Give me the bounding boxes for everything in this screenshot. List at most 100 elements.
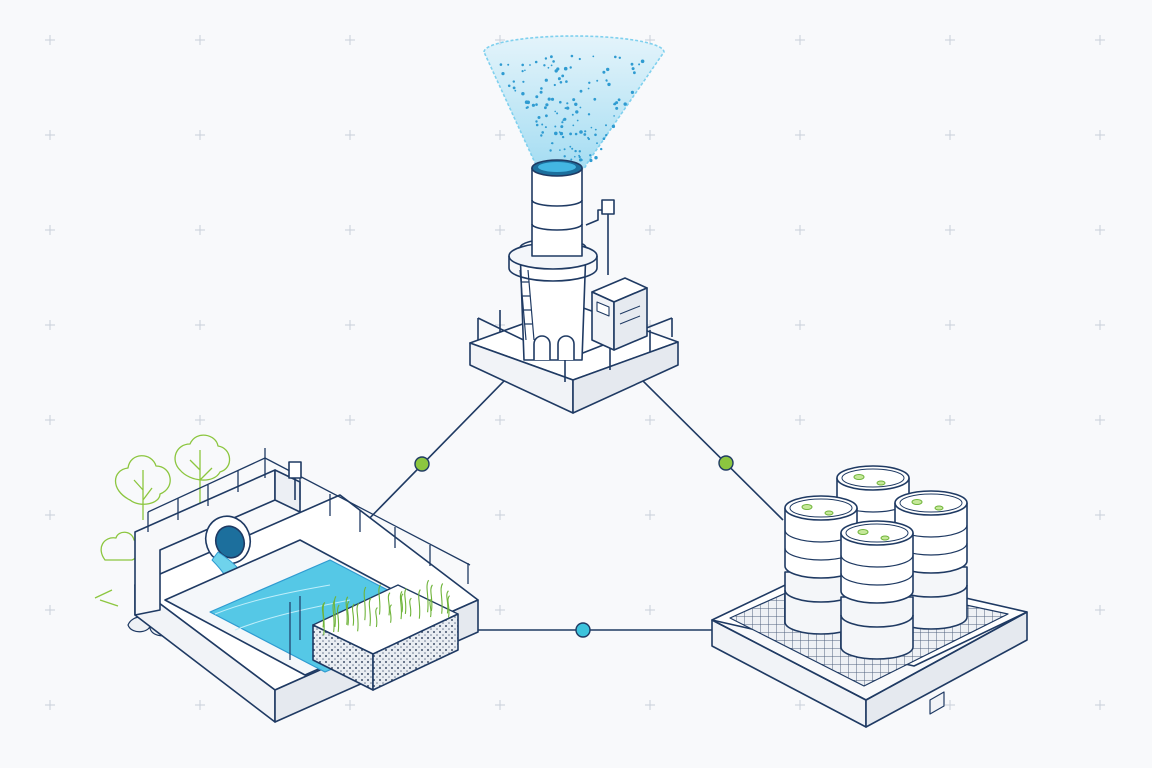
- grid-cross: [1095, 225, 1105, 235]
- spray-dot: [593, 97, 597, 101]
- drum-lid-rim: [845, 523, 909, 543]
- spray-dot: [600, 147, 603, 151]
- grid-cross: [1095, 510, 1105, 520]
- spray-dot: [554, 69, 558, 73]
- reed: [447, 595, 450, 618]
- reed: [356, 603, 360, 632]
- spray-dot: [526, 106, 529, 109]
- connection-stack-drums: [641, 379, 784, 521]
- spray-dot: [545, 114, 548, 118]
- background-grid: [45, 35, 1105, 710]
- connection-lines: [359, 379, 784, 631]
- spray-dot: [592, 55, 595, 58]
- drums: [784, 465, 968, 660]
- spray-dot: [571, 113, 574, 116]
- reed: [429, 598, 432, 618]
- spray-dot: [556, 112, 559, 115]
- spray-dot: [578, 57, 581, 61]
- reed: [409, 597, 412, 617]
- spray-dot: [521, 70, 524, 73]
- grid-cross: [345, 700, 355, 710]
- grid-cross: [495, 510, 505, 520]
- spray-dot: [551, 142, 554, 145]
- spray-dot: [554, 110, 556, 113]
- spray-dot: [571, 147, 574, 150]
- spray-dot: [617, 98, 621, 102]
- spray-dot: [579, 106, 582, 109]
- spray-dot: [552, 60, 555, 63]
- spray-dot: [499, 63, 503, 66]
- drum-bung: [824, 510, 834, 516]
- drum-bung: [880, 535, 890, 541]
- spray-dot: [623, 102, 627, 106]
- reed-vegetation: [321, 579, 450, 636]
- spray-dot: [544, 106, 547, 110]
- drum-storage-icon: [711, 465, 1028, 728]
- spray-dot: [550, 55, 553, 59]
- grid-cross: [645, 130, 655, 140]
- spray-dot: [512, 86, 516, 90]
- grid-cross: [345, 320, 355, 330]
- grid-cross: [945, 130, 955, 140]
- reed: [345, 596, 349, 625]
- spray-dot: [541, 131, 544, 134]
- drum-lid: [836, 465, 910, 491]
- grid-cross: [195, 320, 205, 330]
- spray-dot: [589, 154, 592, 157]
- spray-dot: [602, 70, 606, 74]
- reed: [446, 590, 449, 614]
- spray-dot: [572, 124, 575, 127]
- drum-rib: [840, 614, 914, 628]
- spray-dot: [611, 124, 616, 129]
- grid-cross: [795, 415, 805, 425]
- grid-cross: [945, 415, 955, 425]
- grid-cross: [195, 130, 205, 140]
- spray-dot: [630, 62, 634, 66]
- spray-dot: [535, 103, 538, 106]
- grid-cross: [645, 700, 655, 710]
- spray-dot: [602, 137, 606, 140]
- drum-bung: [801, 504, 813, 510]
- spray-dot: [514, 89, 517, 92]
- spray-dot: [614, 55, 617, 59]
- spray-dot: [572, 98, 576, 102]
- grid-cross: [795, 225, 805, 235]
- grid-cross: [495, 605, 505, 615]
- spray-dot: [631, 67, 635, 71]
- reed: [333, 596, 337, 628]
- spray-dot: [559, 81, 563, 84]
- grid-cross: [945, 700, 955, 710]
- spray-dot: [565, 80, 568, 83]
- spray-dot: [613, 103, 615, 106]
- spray-particles: [499, 54, 645, 163]
- reed: [321, 602, 325, 628]
- grid-cross: [195, 415, 205, 425]
- grid-cross: [1095, 130, 1105, 140]
- spray-dot: [535, 120, 538, 123]
- spray-dot: [561, 135, 565, 139]
- spray-dot: [562, 119, 565, 121]
- marker-wetland-drums: [575, 622, 591, 638]
- spray-dot: [618, 56, 621, 59]
- drum-lower: [840, 596, 914, 660]
- spray-dot: [579, 130, 583, 134]
- drum-bung: [876, 480, 886, 486]
- spray-dot: [574, 155, 576, 158]
- drum-bung: [934, 505, 944, 511]
- spray-dot: [580, 159, 583, 161]
- spray-dot: [589, 158, 593, 163]
- reed: [346, 601, 350, 626]
- grid-cross: [645, 415, 655, 425]
- connection-markers: [414, 455, 734, 638]
- spray-dot: [587, 87, 590, 90]
- spray-dot: [570, 54, 574, 58]
- spray-dot: [522, 80, 525, 83]
- spray-dot: [558, 78, 560, 81]
- spray-dot: [521, 92, 525, 96]
- spray-dot: [537, 116, 541, 119]
- reed: [368, 597, 372, 627]
- grid-cross: [495, 415, 505, 425]
- spray-dot: [540, 134, 543, 137]
- grid-cross: [495, 130, 505, 140]
- stormwater-wetland-icon: [94, 434, 479, 723]
